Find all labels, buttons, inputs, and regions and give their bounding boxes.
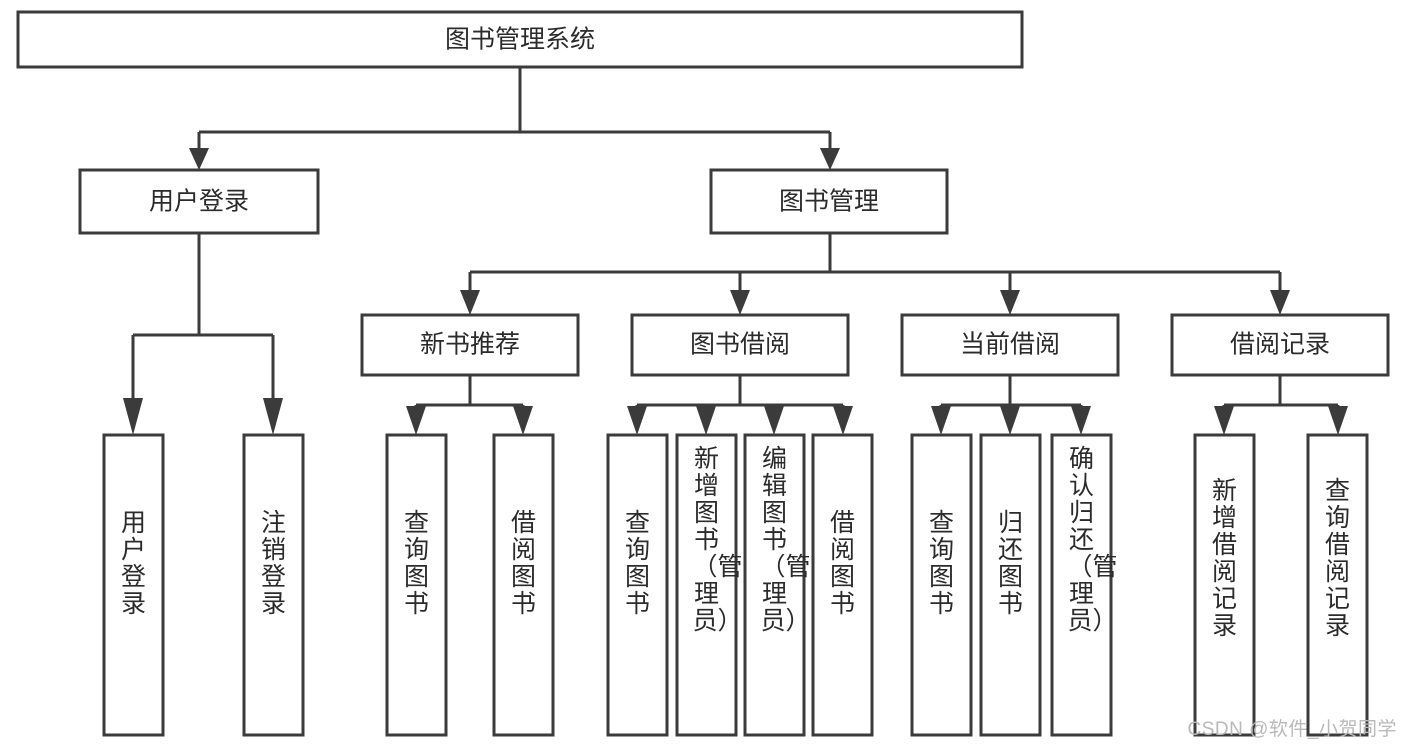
- arrow-head-new-book-recommend: [460, 290, 480, 315]
- arrow-head-leaf-query-book-2: [627, 406, 647, 435]
- node-box-user-login[interactable]: [78, 168, 320, 235]
- arrow-head-leaf-query-book-3: [931, 406, 951, 435]
- connector-group-book-borrow: [627, 375, 853, 435]
- connector-group-book-manage: [460, 233, 1290, 315]
- arrow-head-user-login: [189, 148, 209, 170]
- node-box-leaf-add-book[interactable]: [675, 433, 738, 737]
- node-label-borrow-record: 借阅记录: [1230, 331, 1330, 359]
- arrow-head-leaf-query-book-1: [406, 406, 426, 435]
- arrow-head-leaf-add-record: [1214, 406, 1234, 435]
- watermark: CSDN @软件_小贺同学: [1187, 719, 1397, 740]
- connector-group-user-login: [123, 233, 283, 435]
- arrow-head-leaf-borrow-book-2: [833, 406, 853, 435]
- node-box-leaf-query-book-1[interactable]: [385, 433, 448, 737]
- node-box-leaf-confirm-return[interactable]: [1050, 433, 1113, 737]
- node-box-leaf-add-record[interactable]: [1193, 433, 1256, 737]
- connector-group-borrow-record: [1214, 375, 1348, 435]
- node-box-leaf-return-book[interactable]: [979, 433, 1042, 737]
- node-box-leaf-query-record[interactable]: [1306, 433, 1369, 737]
- node-label-book-borrow: 图书借阅: [690, 331, 790, 359]
- node-box-leaf-borrow-book-2[interactable]: [811, 433, 874, 737]
- node-label-new-book-recommend: 新书推荐: [420, 331, 520, 359]
- node-box-leaf-user-login[interactable]: [102, 433, 165, 737]
- node-label-root: 图书管理系统: [445, 26, 595, 54]
- node-box-borrow-record[interactable]: [1170, 313, 1390, 377]
- arrow-head-leaf-user-logout: [263, 398, 283, 435]
- node-box-leaf-query-book-2[interactable]: [606, 433, 669, 737]
- node-box-leaf-user-logout[interactable]: [242, 433, 305, 737]
- connector-group-root: [189, 67, 840, 170]
- arrow-head-book-borrow: [730, 290, 750, 315]
- connector-group-current-borrow: [931, 375, 1091, 435]
- arrow-head-current-borrow: [1000, 290, 1020, 315]
- arrow-head-leaf-user-login: [123, 398, 143, 435]
- arrow-head-leaf-return-book: [1000, 406, 1020, 435]
- node-box-book-manage[interactable]: [709, 168, 949, 235]
- arrow-head-leaf-add-book: [696, 406, 716, 435]
- node-box-root[interactable]: [16, 10, 1024, 69]
- connector-group-new-book-recommend: [406, 375, 533, 435]
- arrow-head-leaf-edit-book: [764, 406, 784, 435]
- arrow-head-leaf-query-record: [1328, 406, 1348, 435]
- node-box-current-borrow[interactable]: [900, 313, 1120, 377]
- arrow-head-borrow-record: [1270, 290, 1290, 315]
- node-label-user-login: 用户登录: [149, 188, 249, 216]
- node-label-book-manage: 图书管理: [779, 188, 879, 216]
- node-box-leaf-borrow-book-1[interactable]: [492, 433, 555, 737]
- node-box-leaf-query-book-3[interactable]: [910, 433, 973, 737]
- arrow-head-book-manage: [820, 148, 840, 170]
- node-box-book-borrow[interactable]: [630, 313, 850, 377]
- arrow-head-leaf-borrow-book-1: [513, 406, 533, 435]
- node-box-new-book-recommend[interactable]: [360, 313, 580, 377]
- node-box-leaf-edit-book[interactable]: [743, 433, 806, 737]
- arrow-head-leaf-confirm-return: [1071, 406, 1091, 435]
- node-label-current-borrow: 当前借阅: [960, 331, 1060, 359]
